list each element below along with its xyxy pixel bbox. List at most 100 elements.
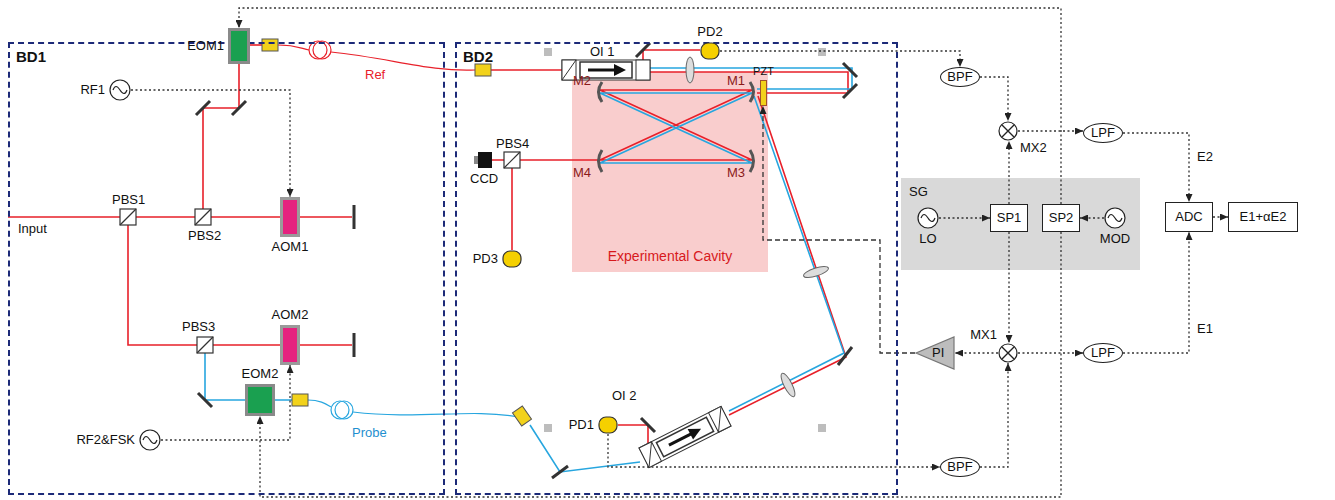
filter-oval-label: BPF — [947, 460, 972, 474]
part-label: PBS2 — [188, 229, 221, 243]
piezo-actuator-label: PZT — [753, 65, 774, 77]
photodiode: PD1 — [598, 416, 618, 434]
part-label: M1 — [727, 74, 745, 88]
aom-crystal-shape — [280, 197, 300, 237]
signal-line — [1008, 141, 1009, 204]
eom-crystal-label: EOM2 — [242, 367, 279, 381]
enclosure-box-label: BD1 — [16, 49, 46, 66]
part-label: M4 — [573, 166, 591, 180]
photodiode-shape — [502, 250, 522, 268]
splitter-box: SP2 — [1042, 204, 1080, 232]
aom-crystal-label: AOM1 — [272, 240, 309, 254]
rf-source-shape — [139, 429, 161, 451]
photodiode: PD2 — [700, 42, 720, 60]
mixer-symbol: MX1 — [998, 343, 1018, 363]
part-label: Input — [18, 222, 47, 236]
probe-beam — [205, 68, 852, 472]
photodiode-label: PD2 — [697, 25, 722, 39]
rf-source: RF1 — [109, 79, 131, 101]
signal-line — [608, 434, 940, 467]
mixer-symbol-label: MX2 — [1020, 141, 1047, 155]
piezo-actuator: PZT — [760, 80, 767, 106]
output-box: E1+αE2 — [1228, 202, 1298, 232]
enclosure-box: BD2Experimental CavityPZTPD1PD2PD3 — [455, 42, 898, 495]
splitter-box-label: SP2 — [1049, 211, 1074, 225]
signal-generator-box: SGSP1SP2LOMOD — [901, 178, 1140, 270]
signal-line — [1008, 232, 1009, 343]
signal-line — [1123, 133, 1189, 202]
oscillator-symbol-label: MOD — [1100, 232, 1130, 246]
aom-crystal-shape — [280, 325, 300, 365]
photodiode: PD3 — [502, 250, 522, 268]
signal-line — [1123, 232, 1189, 353]
signal-line — [1213, 216, 1228, 217]
part-label: PBS3 — [182, 320, 215, 334]
oscillator-symbol-shape — [1104, 207, 1126, 229]
cavity-region-label: Experimental Cavity — [608, 249, 733, 264]
output-box-label: E1+αE2 — [1240, 210, 1287, 224]
converter-box-label: ADC — [1175, 210, 1202, 224]
part-label: Probe — [352, 426, 387, 440]
photodiode-shape — [598, 416, 618, 434]
converter-box: ADC — [1165, 202, 1213, 232]
signal-line — [955, 352, 998, 353]
filter-oval: LPF — [1083, 123, 1123, 143]
signal-line — [980, 77, 1008, 121]
splitter-box: SP1 — [990, 204, 1028, 232]
filter-oval-label: LPF — [1091, 126, 1115, 140]
oscillator-symbol: LO — [917, 207, 939, 229]
filter-oval-label: BPF — [947, 70, 972, 84]
part-label: Ref — [365, 68, 385, 82]
signal-line — [260, 232, 1061, 497]
filter-oval: BPF — [940, 457, 980, 477]
ccd-camera — [474, 152, 492, 168]
pi-controller-label: PI — [932, 346, 944, 360]
aom-crystal-label: AOM2 — [272, 308, 309, 322]
part-label: CCD — [470, 172, 498, 186]
beam-splitter-cubes — [120, 152, 520, 353]
reference-beam — [8, 45, 848, 452]
mixer-symbol-shape — [998, 343, 1018, 363]
signal-generator-box-label: SG — [909, 185, 928, 199]
eom-crystal: EOM2 — [245, 384, 275, 416]
signal-line — [980, 363, 1008, 467]
part-label: M2 — [573, 74, 591, 88]
lenses — [686, 57, 830, 398]
mixer-symbol-shape — [998, 121, 1018, 141]
filter-oval: BPF — [940, 67, 980, 87]
signal-line — [939, 217, 990, 218]
part-label: M3 — [727, 166, 745, 180]
signal-name: E2 — [1196, 150, 1214, 164]
optical-isolator — [639, 406, 731, 467]
part-label: OI 1 — [590, 45, 615, 59]
pi-controller: PI — [915, 336, 955, 370]
probe-fiber — [308, 400, 518, 419]
signal-name: E1 — [1196, 322, 1214, 336]
aom-crystal: AOM1 — [280, 197, 300, 237]
signal-line — [239, 8, 1061, 204]
oscillator-symbol-shape — [917, 207, 939, 229]
signal-line — [1080, 217, 1104, 218]
mirrors — [196, 43, 857, 478]
piezo-actuator-shape — [760, 80, 767, 106]
mixer-symbol-label: MX1 — [970, 328, 997, 342]
rf-source-label: RF1 — [80, 83, 105, 97]
signal-line — [131, 90, 290, 197]
signal-generator-fill — [901, 178, 1140, 270]
photodiode-label: PD1 — [569, 418, 594, 432]
eom-crystal-label: EOM1 — [187, 39, 224, 53]
reference-fiber — [278, 41, 475, 70]
eom-crystal-shape — [245, 384, 275, 416]
oscillator-symbol: MOD — [1104, 207, 1126, 229]
signal-line — [1018, 130, 1083, 131]
photodiode-label: PD3 — [473, 252, 498, 266]
cavity-fill — [572, 72, 768, 272]
filter-oval-label: LPF — [1091, 346, 1115, 360]
aom-crystal: AOM2 — [280, 325, 300, 365]
rf-source-shape — [109, 79, 131, 101]
oscillator-symbol-label: LO — [919, 232, 936, 246]
signal-line — [720, 51, 960, 67]
signal-line — [1018, 352, 1083, 353]
signal-line — [763, 106, 915, 353]
